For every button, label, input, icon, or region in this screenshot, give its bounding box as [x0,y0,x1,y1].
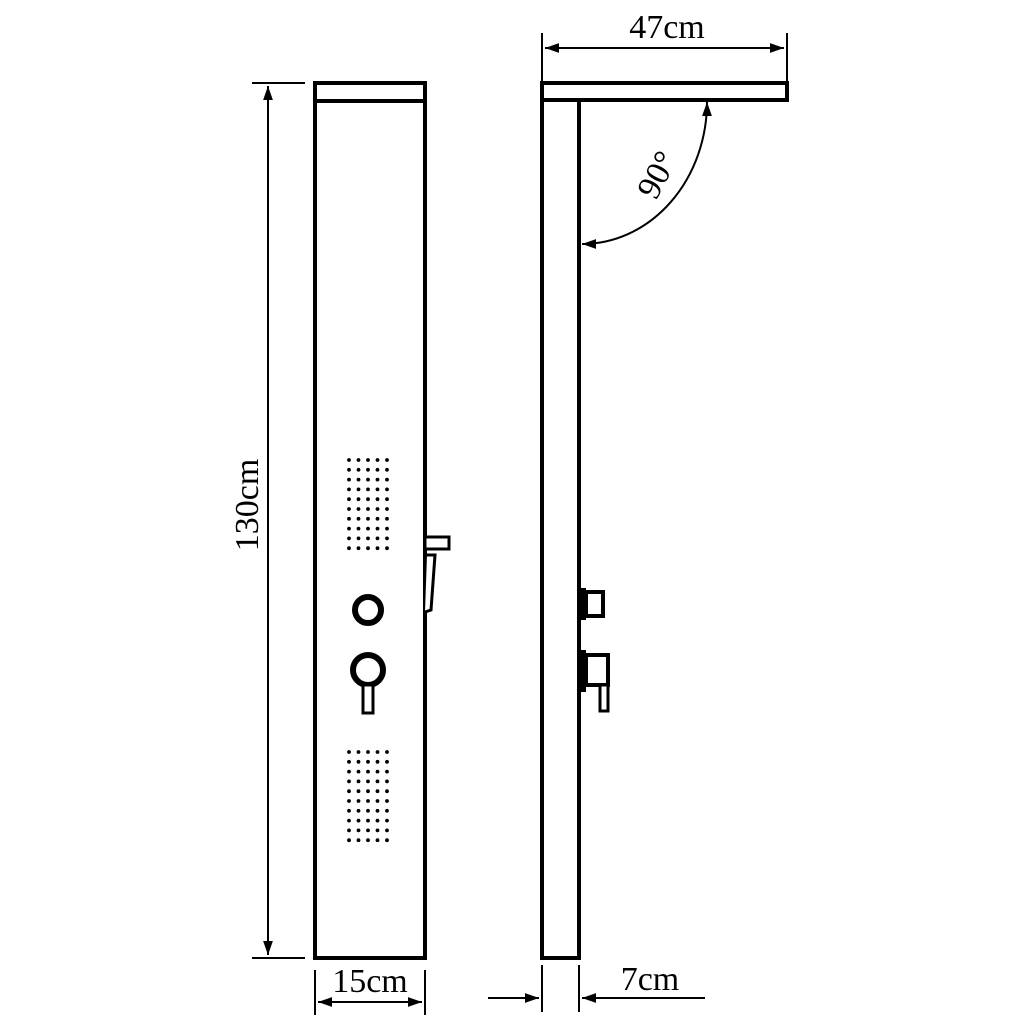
mixer-handle [350,652,386,715]
front-view: 130cm 15cm [229,81,451,1015]
angle-indicator: 90° [581,101,712,249]
height-label: 130cm [229,459,266,552]
upper-massage-jets [347,458,389,551]
diverter-knob [352,594,384,626]
lower-massage-jets [347,750,389,843]
side-view: 90° 47cm 7cm [488,9,789,1012]
side-mixer-handle [579,650,610,713]
side-panel-body [540,98,581,960]
front-width-label: 15cm [332,963,408,1000]
hand-shower-holder [423,535,451,614]
side-depth-dimension: 7cm [488,961,705,1012]
arm-length-dimension: 47cm [541,9,788,83]
front-panel-body [313,81,427,960]
arm-length-label: 47cm [629,9,705,46]
side-depth-label: 7cm [621,961,680,998]
side-diverter-knob [579,588,605,620]
overhead-arm [540,81,789,102]
height-dimension: 130cm [229,82,305,959]
front-width-dimension: 15cm [314,963,426,1015]
